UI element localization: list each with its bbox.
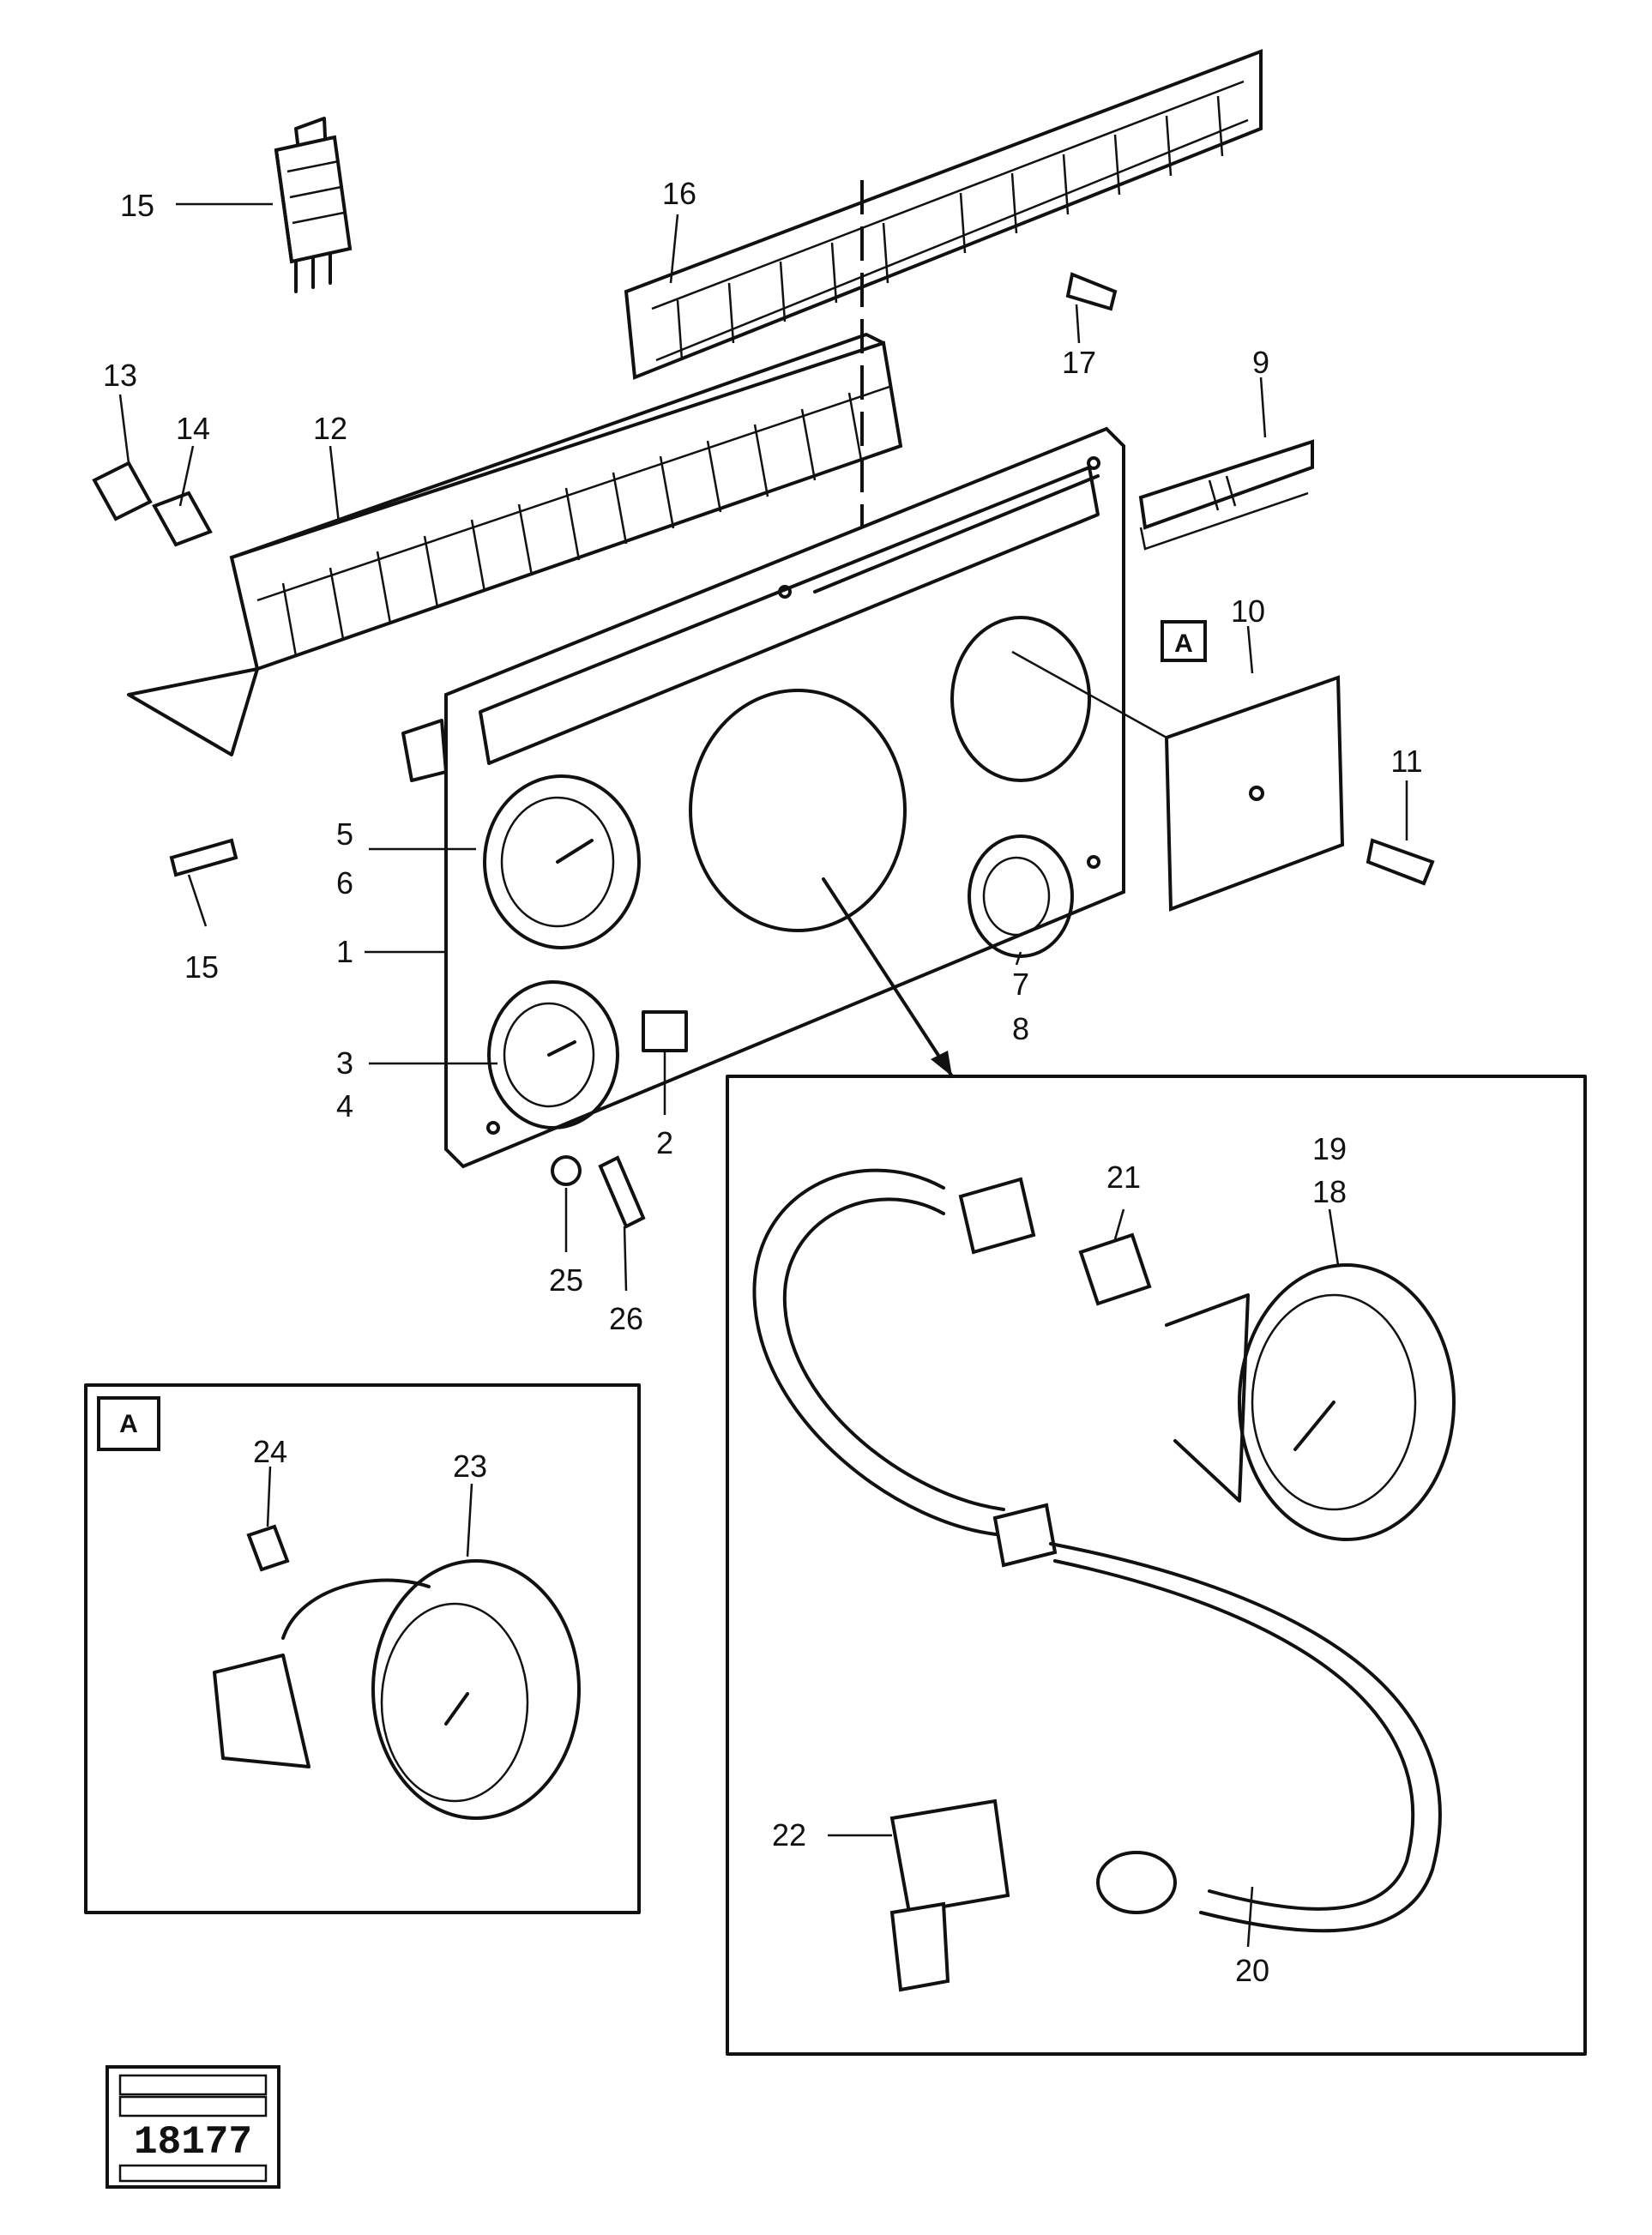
fuse-box — [127, 333, 903, 756]
callout-17: 16 — [662, 176, 696, 211]
callout-14: 14 — [176, 411, 210, 446]
callout-1: 1 — [336, 934, 353, 969]
detail-pointer-line — [822, 877, 954, 1078]
callout-10: 10 — [1231, 593, 1265, 629]
inset-box-a: A — [84, 1383, 641, 1914]
callout-18: 17 — [1062, 345, 1096, 380]
callout-9: 9 — [1252, 345, 1269, 380]
detail-ref-marker: A — [1161, 620, 1207, 662]
relay-part — [274, 117, 353, 293]
callout-27: 26 — [609, 1301, 643, 1336]
drawing-number-stamp: 18177 — [106, 2065, 280, 2189]
callout-3: 3 — [336, 1045, 353, 1081]
callout-22: 21 — [1106, 1160, 1141, 1195]
callout-labels: 15 16 17 9 10 11 13 14 12 5 6 1 3 4 2 7 … — [103, 176, 1423, 1988]
svg-text:A: A — [119, 1410, 138, 1438]
fuse-holder — [92, 461, 213, 547]
callout-20: 19 — [1312, 1131, 1347, 1166]
fuse-label-strip — [624, 49, 1263, 380]
callout-13: 13 — [103, 358, 137, 393]
callout-5: 5 — [336, 816, 353, 852]
callout-7: 7 — [1012, 967, 1029, 1002]
callout-24: 23 — [453, 1449, 487, 1484]
cover-strip — [1138, 439, 1314, 551]
callout-11: 11 — [1390, 744, 1422, 779]
callout-21: 20 — [1235, 1953, 1269, 1988]
callout-23: 22 — [772, 1817, 806, 1852]
speedometer-detail-box — [726, 1075, 1587, 2056]
callout-4: 4 — [336, 1088, 353, 1124]
callout-25: 24 — [253, 1434, 287, 1469]
cover-plate — [1011, 650, 1345, 912]
callout-16: 15 — [120, 188, 154, 223]
svg-text:A: A — [1174, 630, 1193, 658]
instrument-panel — [401, 426, 1125, 1169]
callout-12: 12 — [313, 411, 347, 446]
svg-text:18177: 18177 — [134, 2120, 252, 2165]
leader-lines — [118, 202, 1408, 1948]
callout-6: 6 — [336, 865, 353, 901]
callout-8: 8 — [1012, 1011, 1029, 1046]
callout-2: 2 — [656, 1125, 673, 1160]
callout-15: 15 — [184, 949, 219, 985]
callout-19: 18 — [1312, 1174, 1347, 1209]
screws — [169, 272, 1435, 1229]
callout-26: 25 — [549, 1262, 583, 1298]
